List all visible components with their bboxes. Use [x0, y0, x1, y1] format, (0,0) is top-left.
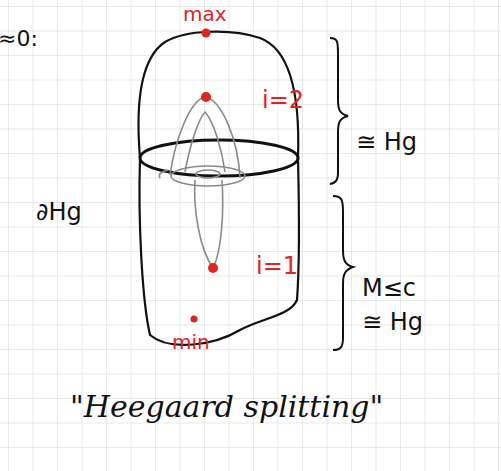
- index-label: i=1: [256, 254, 298, 278]
- sublevel-label: M≤c: [362, 276, 416, 300]
- critical-points: [191, 29, 219, 323]
- critical-label: min: [172, 332, 210, 352]
- cropped-note: ≈0:: [0, 28, 38, 50]
- homeomorphism-label: ≅ Hg: [356, 130, 417, 154]
- brace: [330, 38, 353, 350]
- boundary-label: ∂Hg: [36, 200, 82, 224]
- index-label: i=2: [262, 88, 304, 112]
- lower-outline: [139, 158, 299, 345]
- torus-handle: [159, 97, 245, 268]
- critical-label: max: [183, 4, 227, 24]
- caption: "Heegaard splitting": [70, 392, 383, 422]
- homeomorphism-label: ≅ Hg: [362, 310, 423, 334]
